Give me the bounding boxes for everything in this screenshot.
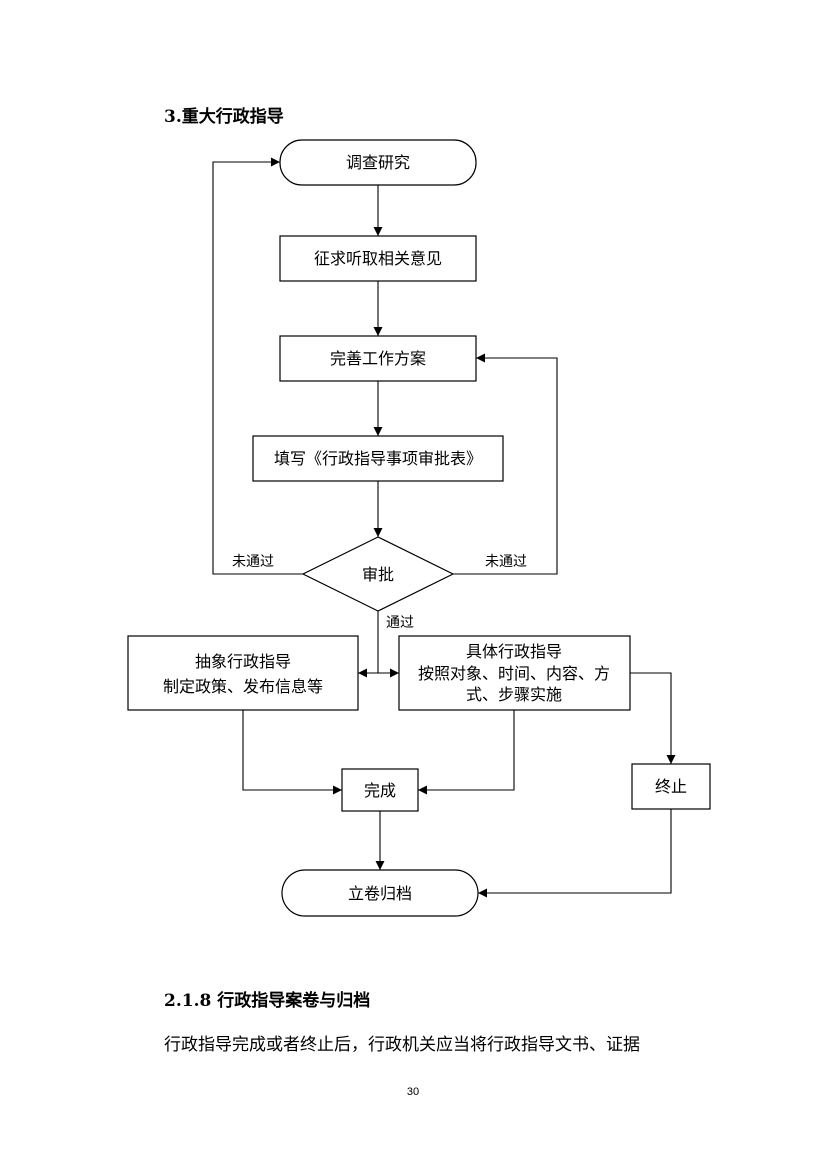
subsection-heading: 2.1.8 行政指导案卷与归档: [164, 991, 371, 1011]
arrow-rejected-to-refine: [453, 353, 558, 575]
node-approval-label: 审批: [362, 565, 394, 584]
node-abstract-line1: 抽象行政指导: [195, 652, 291, 671]
label-rejected-left: 未通过: [232, 554, 274, 570]
node-fill-form-label: 填写《行政指导事项审批表》: [274, 449, 482, 468]
node-archive: 立卷归档: [281, 869, 479, 917]
arrow-specific-to-complete: [418, 710, 515, 795]
node-specific-line1: 具体行政指导: [466, 642, 562, 661]
arrow-terminate-to-archive: [478, 809, 672, 898]
node-terminate-label: 终止: [655, 777, 687, 796]
node-refine-plan: 完善工作方案: [279, 335, 477, 382]
node-solicit-opinions: 征求听取相关意见: [279, 235, 477, 282]
page-number: 30: [406, 1086, 420, 1098]
node-specific-line3: 式、步骤实施: [466, 685, 562, 704]
node-solicit-opinions-label: 征求听取相关意见: [314, 249, 442, 268]
arrow-specific-to-terminate: [630, 672, 676, 764]
node-specific-guidance: 具体行政指导 按照对象、时间、内容、方 式、步骤实施: [398, 635, 631, 711]
node-terminate: 终止: [631, 763, 711, 810]
node-abstract-line2: 制定政策、发布信息等: [163, 677, 323, 696]
node-fill-form: 填写《行政指导事项审批表》: [252, 435, 504, 482]
node-specific-line2: 按照对象、时间、内容、方: [418, 664, 610, 683]
node-archive-label: 立卷归档: [348, 884, 412, 903]
node-complete: 完成: [341, 768, 419, 812]
node-refine-plan-label: 完善工作方案: [330, 349, 426, 368]
arrow-rejected-to-survey: [212, 157, 303, 575]
label-passed: 通过: [386, 615, 414, 631]
section-heading: 3.重大行政指导: [164, 107, 284, 127]
node-complete-label: 完成: [364, 781, 396, 800]
node-approval: 审批: [301, 536, 455, 612]
body-paragraph: 行政指导完成或者终止后，行政机关应当将行政指导文书、证据: [164, 1035, 640, 1055]
label-rejected-right: 未通过: [485, 554, 527, 570]
node-abstract-guidance: 抽象行政指导 制定政策、发布信息等: [127, 635, 359, 711]
arrow-abstract-to-complete: [242, 710, 342, 795]
node-survey-label: 调查研究: [346, 153, 410, 172]
node-survey: 调查研究: [279, 139, 477, 186]
